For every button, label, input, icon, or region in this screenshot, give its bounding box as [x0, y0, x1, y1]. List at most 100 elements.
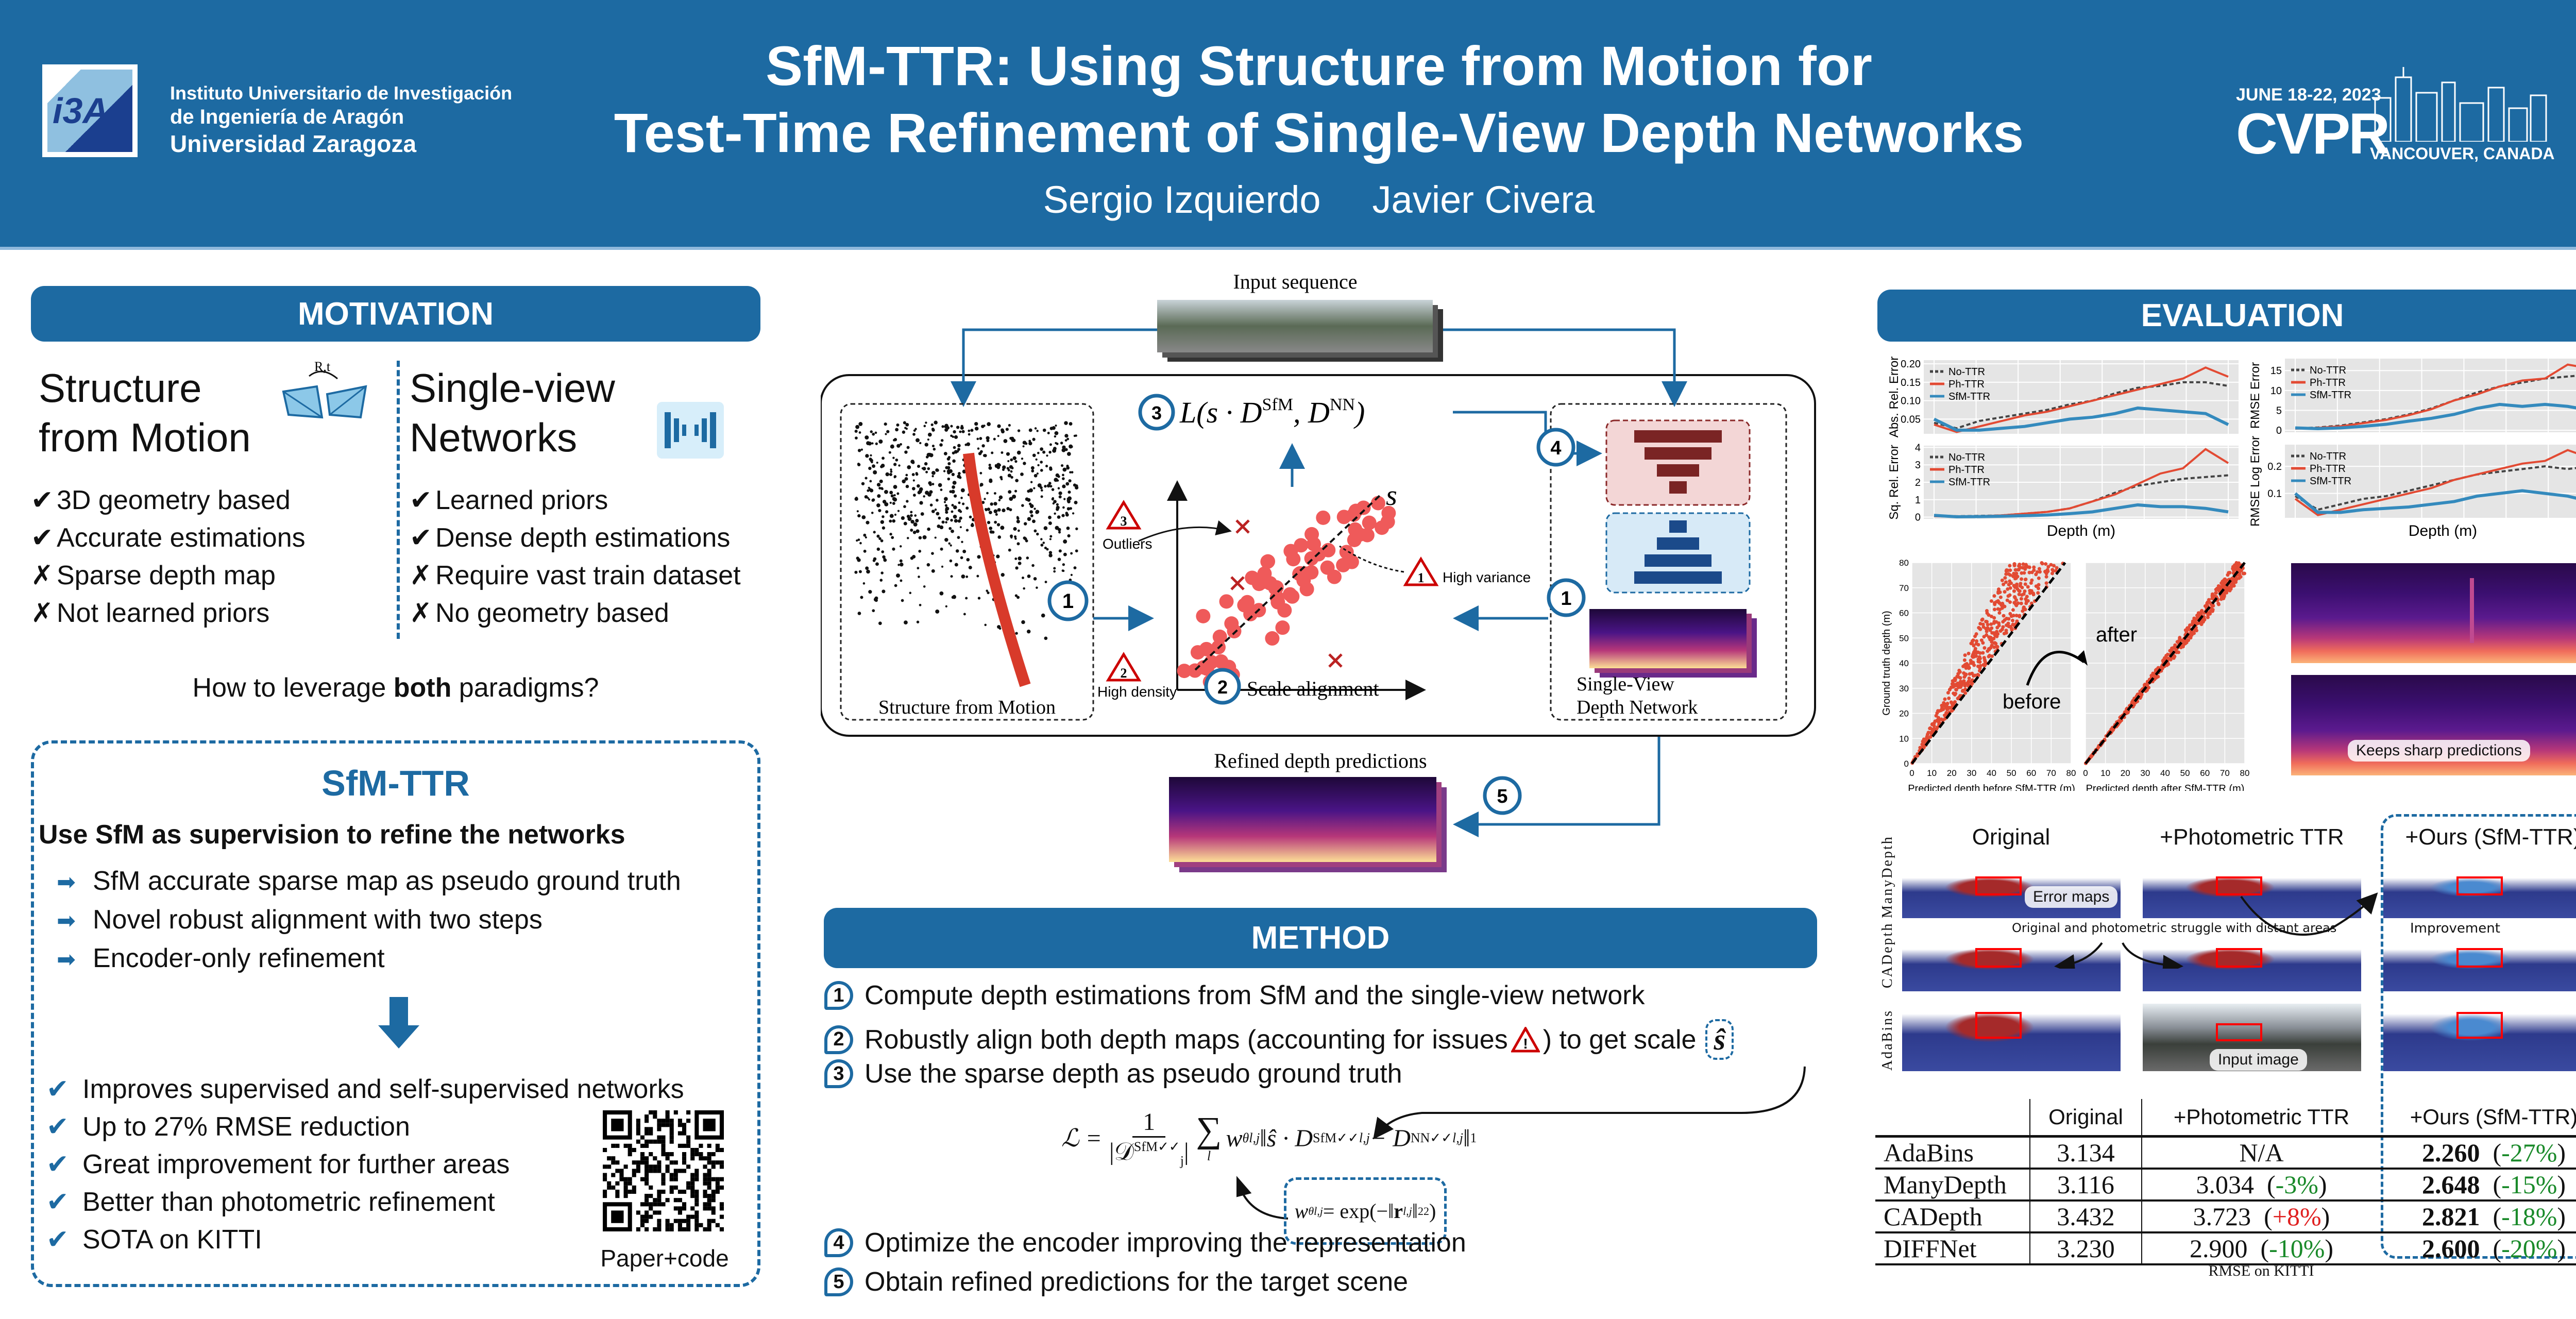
feature-item: ➡Novel robust alignment with two steps: [57, 901, 681, 940]
scatter-point: [1996, 589, 2001, 594]
cloud-point: [875, 562, 879, 566]
cloud-point: [984, 498, 986, 500]
cloud-point: [1062, 467, 1067, 472]
cloud-point: [945, 511, 948, 514]
scatter-point: [1986, 622, 1990, 627]
highlight-box: [1975, 1011, 2022, 1039]
scatter-point: [2004, 572, 2008, 576]
cloud-point: [872, 498, 875, 502]
cloud-point: [1057, 557, 1061, 561]
scatter-point: [2138, 689, 2142, 694]
camera-trajectory: [963, 452, 1031, 687]
cloud-point: [914, 514, 917, 517]
cloud-point: [1025, 442, 1028, 445]
ours-rmse: 2.648: [2421, 1170, 2480, 1199]
skyline-icon: [2374, 67, 2547, 142]
network-box: [1550, 403, 1787, 721]
ours-delta: -27%: [2501, 1138, 2557, 1167]
cloud-point: [857, 612, 861, 615]
cloud-point: [917, 484, 920, 488]
cloud-point: [904, 620, 908, 625]
ours-rmse: 2.821: [2421, 1202, 2480, 1231]
badge-number: 1: [1561, 588, 1571, 610]
scatter-point: [2026, 585, 2030, 589]
cloud-point: [1007, 460, 1010, 462]
cloud-point: [1033, 487, 1036, 489]
step-text: ) to get scale: [1543, 1024, 1697, 1055]
cloud-point: [936, 499, 939, 502]
cloud-point: [1056, 503, 1059, 506]
cloud-point: [1027, 489, 1030, 493]
cloud-point: [927, 467, 930, 470]
scatter-point: [2168, 649, 2173, 653]
scatter-point: [2019, 597, 2023, 601]
cloud-point: [984, 454, 987, 458]
scatter-point: [2051, 569, 2055, 573]
cloud-point: [880, 571, 884, 574]
scatter-point: [1956, 697, 1960, 701]
badge-number: 4: [1550, 437, 1561, 459]
cloud-point: [931, 470, 936, 475]
scatter-point: [1940, 706, 1944, 710]
scatter-point: [2046, 569, 2050, 573]
cloud-point: [923, 425, 926, 428]
ours-delta: -18%: [2501, 1202, 2557, 1231]
cloud-point: [1016, 519, 1020, 523]
series-line-no-ttr: [2294, 465, 2576, 511]
identity-line: [2084, 562, 2246, 765]
ours-cell: 2.600 (-20%): [2421, 1233, 2566, 1263]
cloud-point: [944, 428, 948, 432]
warning-number: 3: [1121, 514, 1127, 529]
cloud-point: [1032, 453, 1036, 458]
scatter-point: [1992, 631, 1996, 635]
formula-part: l,j: [1403, 1204, 1412, 1217]
cloud-point: [952, 435, 955, 438]
scatter-point: [1964, 666, 1968, 670]
legend-label: Ph-TTR: [1948, 464, 1985, 476]
scatter-point: [2037, 583, 2041, 587]
scatter-point: [1956, 681, 1960, 685]
cloud-point: [1033, 508, 1036, 510]
x-tick-label: 30: [2140, 768, 2150, 778]
y-tick-label: 0: [1904, 759, 1909, 769]
series-line-sfm-ttr: [1933, 406, 2229, 432]
photometric-delta: +8%: [2272, 1202, 2321, 1231]
row-manydepth: ManyDepth: [1879, 835, 1895, 918]
cloud-point: [925, 491, 929, 495]
cloud-point: [959, 430, 962, 433]
y-axis-label: RMSE Error: [2248, 362, 2262, 429]
error-map-image: [1902, 942, 2121, 991]
cloud-point: [1012, 456, 1016, 460]
cloud-point: [977, 597, 981, 600]
evaluation-heading: EVALUATION: [1877, 290, 2576, 342]
cloud-point: [862, 582, 866, 585]
x-tick-label: 0: [2083, 768, 2088, 778]
cloud-point: [916, 438, 920, 443]
cloud-point: [876, 503, 880, 508]
step-text: Robustly align both depth maps (accounti…: [865, 1024, 1508, 1055]
cloud-point: [979, 451, 982, 454]
cloud-point: [977, 447, 980, 450]
cloud-point: [947, 477, 951, 481]
cloud-point: [1014, 460, 1018, 463]
scatter-point: [1989, 614, 1993, 618]
cloud-point: [963, 613, 966, 616]
qr-code[interactable]: [603, 1110, 724, 1231]
cloud-point: [890, 468, 892, 471]
cloud-point: [1062, 506, 1065, 509]
cloud-point: [943, 451, 947, 455]
cvpr-logo: JUNE 18-22, 2023 CVPR VANCOUVER, CANADA: [2236, 67, 2555, 170]
feature-text: SfM accurate sparse map as pseudo ground…: [93, 866, 681, 896]
scatter-point: [2025, 565, 2029, 569]
table-header-row: Original +Photometric TTR +Ours (SfM-TTR…: [1875, 1099, 2576, 1136]
scatter-point: [1930, 728, 1935, 732]
result-item: ✔Better than photometric refinement: [46, 1183, 684, 1221]
cloud-point: [944, 538, 948, 542]
motivation-question: How to leverage both paradigms?: [31, 672, 760, 703]
cloud-point: [865, 536, 867, 539]
row-adabins: AdaBins: [1879, 1009, 1895, 1071]
scatter-point: [2034, 572, 2038, 577]
step-text: Obtain refined predictions for the targe…: [865, 1267, 1409, 1297]
scatter-point: [1992, 616, 1996, 620]
